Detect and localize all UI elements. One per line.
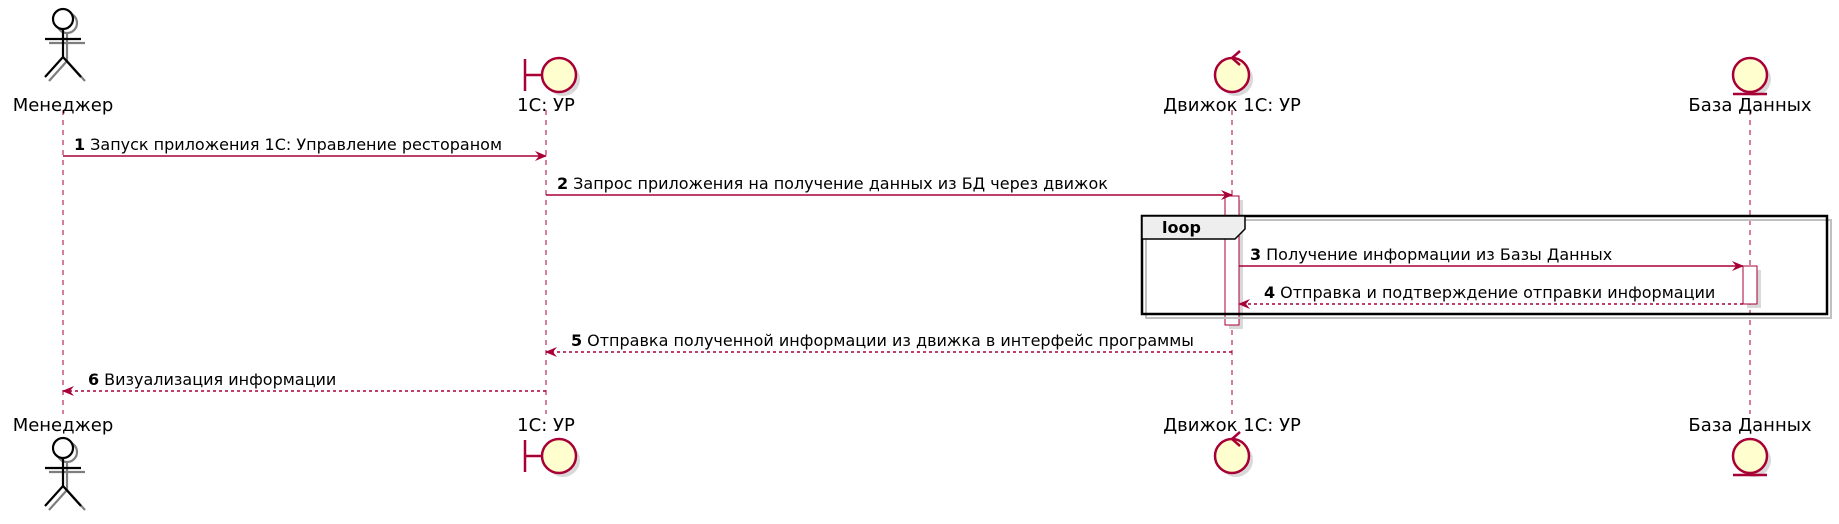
entity-icon — [1731, 437, 1771, 477]
message-text: Получение информации из Базы Данных — [1266, 245, 1612, 264]
participant-label: База Данных — [1688, 95, 1812, 116]
loop-fragment-label: loop — [1162, 218, 1201, 237]
participant-engine-top: Движок 1С: УР — [1163, 50, 1301, 116]
participant-manager-bottom: Менеджер — [13, 415, 114, 511]
participant-manager-top: Менеджер — [13, 7, 114, 116]
message-2: 2 Запрос приложения на получение данных и… — [546, 174, 1233, 200]
participant-engine-bottom: Движок 1С: УР — [1163, 415, 1301, 477]
message-3: 3 Получение информации из Базы Данных — [1239, 245, 1744, 271]
loop-fragment: loop — [1140, 214, 1832, 319]
message-1: 1 Запуск приложения 1С: Управление рестор… — [63, 135, 547, 161]
message-4: 4 Отправка и подтверждение отправки инфор… — [1238, 283, 1743, 309]
loop-fragment-frame — [1140, 214, 1829, 316]
participant-label: База Данных — [1688, 415, 1812, 436]
message-label: 2 Запрос приложения на получение данных и… — [557, 174, 1108, 193]
message-6: 6 Визуализация информации — [62, 370, 546, 396]
message-number: 6 — [88, 370, 99, 389]
participant-label: 1С: УР — [517, 95, 575, 116]
participant-app-top: 1С: УР — [517, 56, 580, 116]
message-label: 6 Визуализация информации — [88, 370, 336, 389]
loop-fragment-tab — [1141, 215, 1246, 240]
participant-label: Движок 1С: УР — [1163, 95, 1301, 116]
message-5: 5 Отправка полученной информации из движк… — [545, 331, 1232, 357]
participant-db-top: База Данных — [1688, 56, 1812, 116]
fragments: loop — [1140, 214, 1832, 319]
message-text: Отправка полученной информации из движка… — [587, 331, 1194, 350]
control-icon — [1213, 50, 1253, 96]
messages: 1 Запуск приложения 1С: Управление рестор… — [62, 135, 1744, 396]
message-number: 4 — [1264, 283, 1275, 302]
message-text: Запуск приложения 1С: Управление рестора… — [90, 135, 502, 154]
activation-bar-db — [1742, 265, 1758, 305]
actor-icon — [44, 7, 86, 82]
participant-app-bottom: 1С: УР — [517, 415, 580, 477]
loop-fragment-shadow — [1145, 219, 1832, 319]
message-label: 5 Отправка полученной информации из движк… — [571, 331, 1194, 350]
message-number: 5 — [571, 331, 582, 350]
actor-icon — [44, 436, 86, 511]
participant-label: Движок 1С: УР — [1163, 415, 1301, 436]
entity-icon — [1731, 56, 1771, 96]
message-text: Отправка и подтверждение отправки информ… — [1280, 283, 1715, 302]
message-number: 3 — [1250, 245, 1261, 264]
message-text: Визуализация информации — [104, 370, 336, 389]
participant-db-bottom: База Данных — [1688, 415, 1812, 477]
participant-label: Менеджер — [13, 95, 114, 116]
control-icon — [1213, 431, 1253, 477]
message-text: Запрос приложения на получение данных из… — [573, 174, 1108, 193]
message-number: 2 — [557, 174, 568, 193]
participant-label: 1С: УР — [517, 415, 575, 436]
message-number: 1 — [74, 135, 85, 154]
message-label: 1 Запуск приложения 1С: Управление рестор… — [74, 135, 502, 154]
participant-label: Менеджер — [13, 415, 114, 436]
message-label: 3 Получение информации из Базы Данных — [1250, 245, 1612, 264]
boundary-icon — [523, 56, 580, 96]
boundary-icon — [523, 437, 580, 477]
message-label: 4 Отправка и подтверждение отправки инфор… — [1264, 283, 1715, 302]
